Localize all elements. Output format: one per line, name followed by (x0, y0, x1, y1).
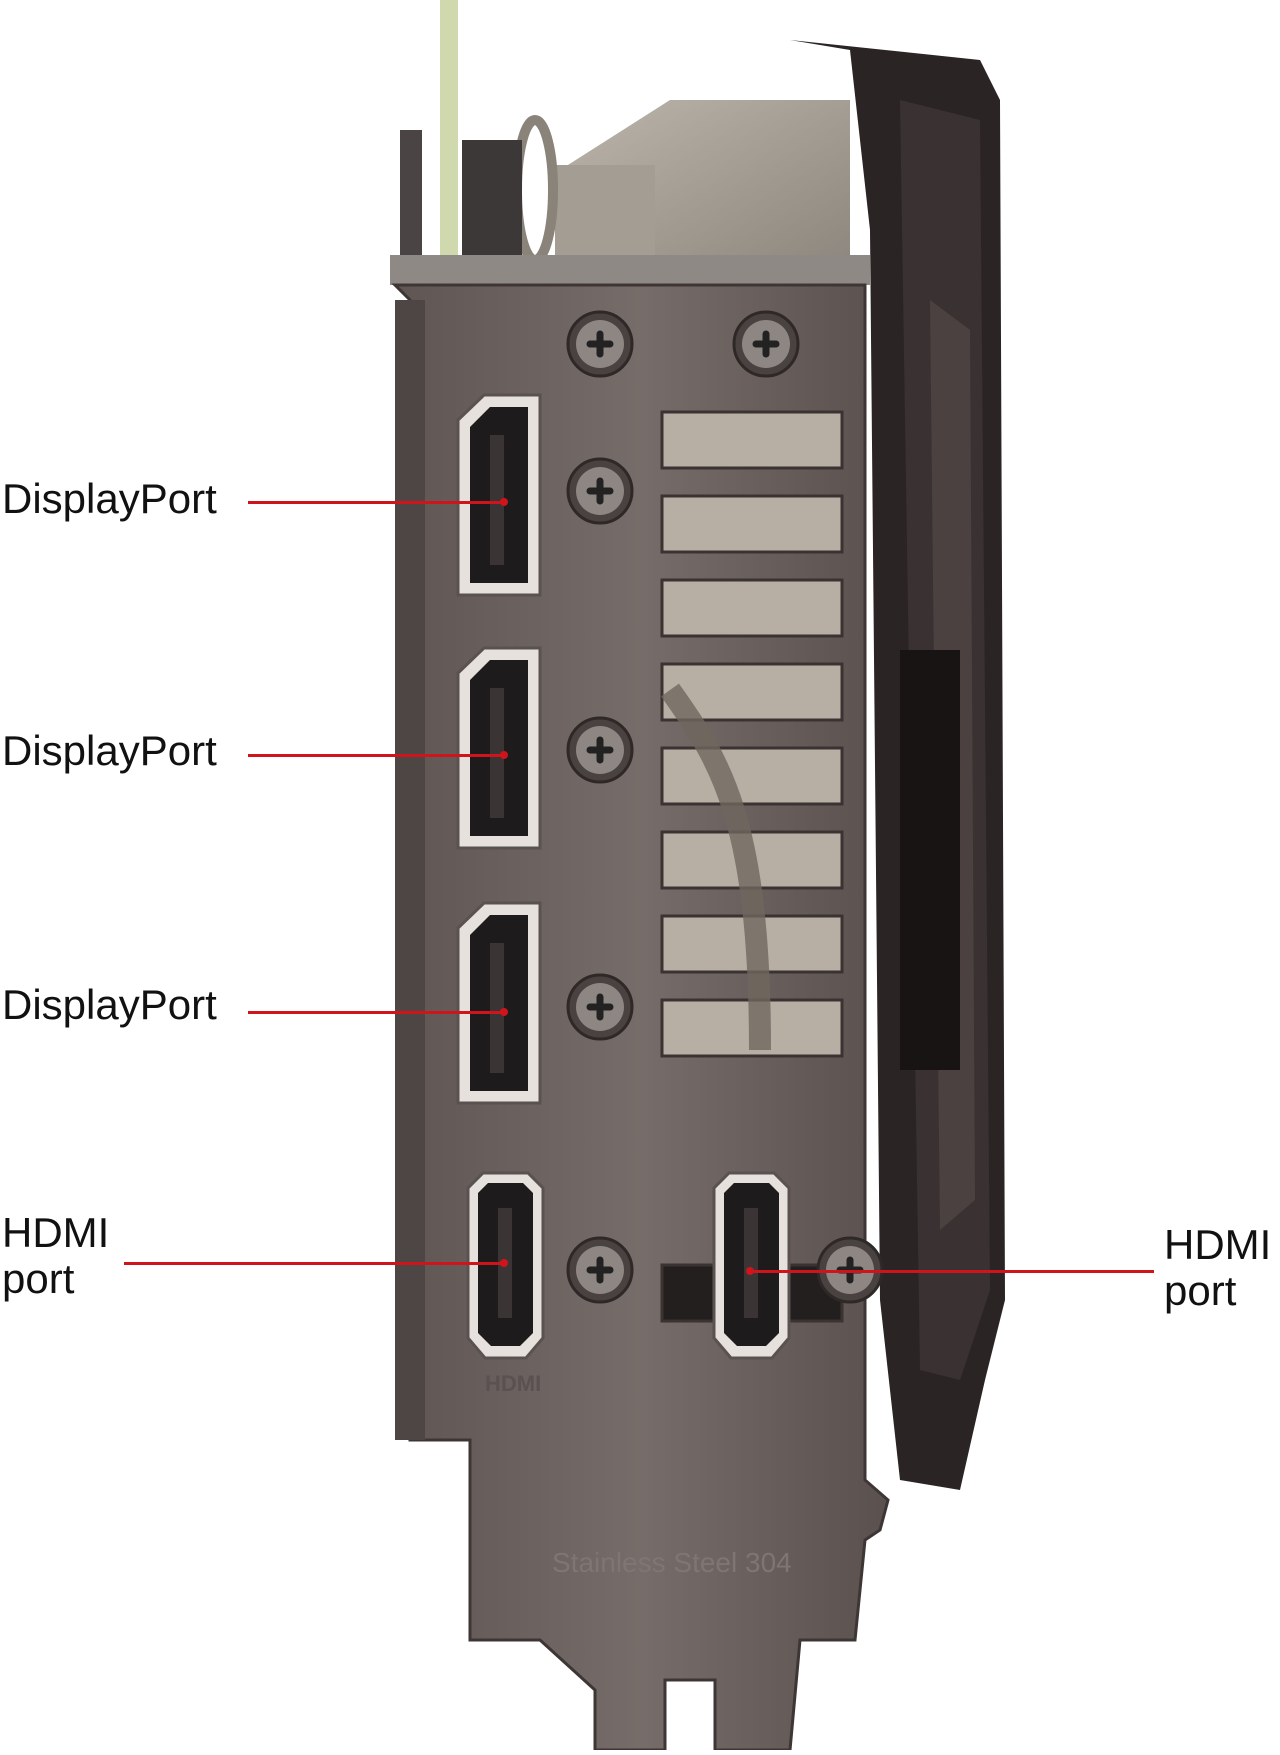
screw-icon (566, 457, 634, 525)
callout-displayport-1: DisplayPort (2, 476, 217, 522)
leader-dot (500, 751, 508, 759)
pcb-edge (400, 0, 522, 270)
displayport-connector-icon (456, 393, 542, 1105)
callout-text: DisplayPort (2, 475, 217, 522)
callout-text-line2: port (2, 1255, 75, 1302)
leader-line-dp1 (248, 501, 506, 504)
callout-text-line2: port (1164, 1267, 1237, 1314)
leader-dot (500, 1008, 508, 1016)
hdmi-engraving: HDMI (485, 1371, 541, 1396)
screw-icon (566, 310, 884, 1304)
steel-engraving: Stainless Steel 304 (552, 1547, 792, 1578)
screw-icon (566, 973, 634, 1041)
leader-line-dp2 (248, 754, 506, 757)
callout-text-line1: HDMI (1164, 1221, 1272, 1268)
bracket-top-rail (390, 255, 870, 285)
callout-text-line1: HDMI (2, 1209, 110, 1256)
cooler-shroud (790, 40, 1005, 1490)
hdmi-connector-icon (466, 1171, 791, 1360)
screw-icon (732, 310, 800, 378)
screw-icon (566, 310, 634, 378)
callout-text: DisplayPort (2, 727, 217, 774)
displayport-connector-icon (456, 646, 542, 850)
callout-displayport-3: DisplayPort (2, 982, 217, 1028)
leader-line-dp3 (248, 1011, 506, 1014)
leader-line-hdmi-left (124, 1262, 506, 1265)
hdmi-connector-icon (712, 1171, 791, 1360)
leader-dot (746, 1267, 754, 1275)
screw-icon (566, 716, 634, 784)
displayport-connector-icon (456, 901, 542, 1105)
bracket-side-edge (395, 300, 425, 1440)
callout-hdmi-right: HDMI port (1164, 1222, 1271, 1314)
callout-hdmi-left: HDMI port (2, 1210, 109, 1302)
callout-text: DisplayPort (2, 981, 217, 1028)
displayport-connector-icon (456, 393, 542, 597)
leader-line-hdmi-right (748, 1270, 1154, 1273)
heatsink-block (512, 100, 850, 270)
callout-displayport-2: DisplayPort (2, 728, 217, 774)
leader-dot (500, 1259, 508, 1267)
screw-icon (566, 1236, 634, 1304)
leader-dot (500, 498, 508, 506)
